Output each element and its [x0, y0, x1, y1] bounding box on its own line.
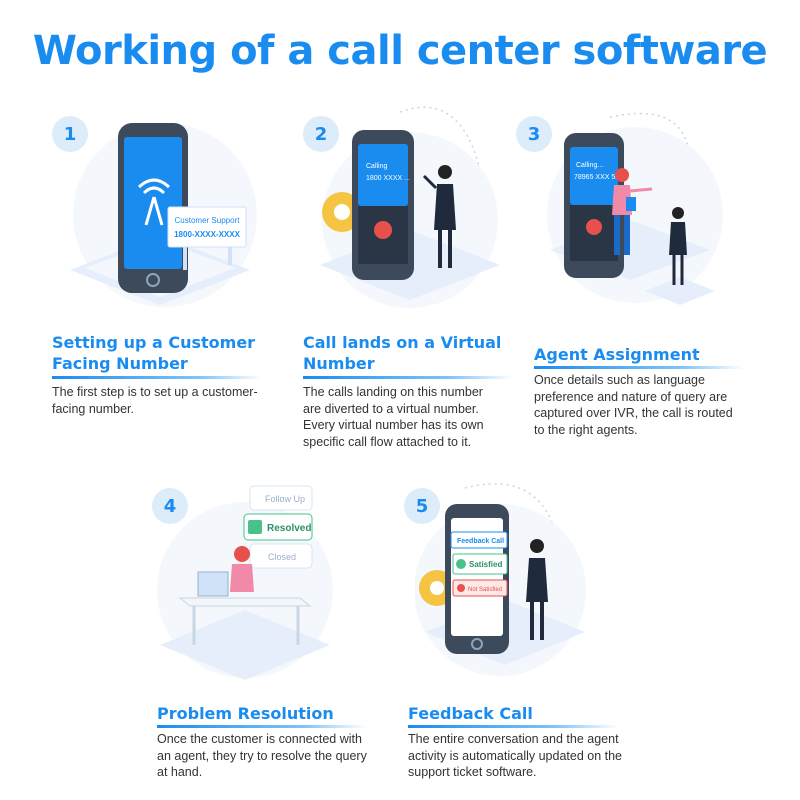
sign-line-2: 1800-XXXX-XXXX	[174, 230, 240, 239]
step-4-illustration: Follow Up Resolved Closed	[157, 485, 333, 680]
card-follow-up: Follow Up	[265, 494, 305, 504]
step-description: Once details such as language preference…	[534, 373, 733, 437]
desk-computer-icon	[178, 571, 312, 645]
person-icon	[526, 539, 548, 640]
heading-underline	[157, 725, 367, 728]
step-heading: Feedback Call	[408, 704, 533, 723]
card-closed: Closed	[268, 552, 296, 562]
step-badge: 3	[516, 116, 552, 152]
step-badge: 4	[152, 488, 188, 524]
screen-line-2: 78965 XXX 52	[574, 174, 619, 181]
step-badge: 2	[303, 116, 339, 152]
person-icon	[669, 207, 687, 285]
check-icon	[248, 520, 262, 534]
step-heading: Setting up a Customer Facing Number	[52, 333, 256, 373]
status-cards: Follow Up Resolved Closed	[243, 485, 313, 569]
screen-line-1: Calling	[366, 163, 388, 170]
screen-line-2: 1800 XXXX ...	[366, 175, 410, 182]
phone-icon	[445, 504, 509, 654]
screen-line-1: Calling...	[576, 162, 603, 169]
page-title: Working of a call center software	[32, 28, 768, 74]
step-2-illustration: Calling 1800 XXXX ...	[320, 106, 500, 308]
card-resolved: Resolved	[267, 523, 311, 534]
step-5-illustration: Feedback Call Satisfied Not Satisfied	[415, 483, 586, 676]
hang-up-icon	[586, 219, 602, 235]
hang-up-icon	[374, 221, 392, 239]
heading-underline	[52, 376, 262, 379]
card-not-satisfied: Not Satisfied	[468, 587, 502, 593]
step-description: Once the customer is connected with an a…	[157, 732, 367, 779]
phone-icon	[564, 133, 624, 278]
step-description: The entire conversation and the agent ac…	[408, 732, 623, 779]
step-heading: Problem Resolution	[157, 704, 334, 723]
step-description: The first step is to set up a customer-f…	[52, 385, 258, 416]
step-heading: Agent Assignment	[534, 345, 700, 364]
card-satisfied: Satisfied	[469, 560, 502, 569]
heading-underline	[303, 376, 513, 379]
antenna-signal-icon	[137, 178, 171, 226]
step-1-illustration: Customer Support 1800-XXXX-XXXX	[70, 123, 257, 307]
step-badge: 5	[404, 488, 440, 524]
heading-underline	[534, 366, 744, 369]
step-badge: 1	[52, 116, 88, 152]
card-feedback-call: Feedback Call	[457, 538, 504, 545]
check-icon	[456, 559, 466, 569]
step-heading: Call lands on a Virtual Number	[303, 333, 502, 373]
headset-agent-icon	[230, 546, 254, 592]
step-description: The calls landing on this number are div…	[303, 385, 484, 449]
step-3-illustration: Calling... 78965 XXX 52	[547, 112, 723, 305]
headset-agent-icon	[612, 168, 653, 255]
person-icon	[422, 165, 456, 268]
customer-support-sign: Customer Support 1800-XXXX-XXXX	[167, 206, 247, 270]
phone-icon	[352, 130, 414, 280]
sign-line-1: Customer Support	[175, 216, 241, 225]
heading-underline	[408, 725, 618, 728]
